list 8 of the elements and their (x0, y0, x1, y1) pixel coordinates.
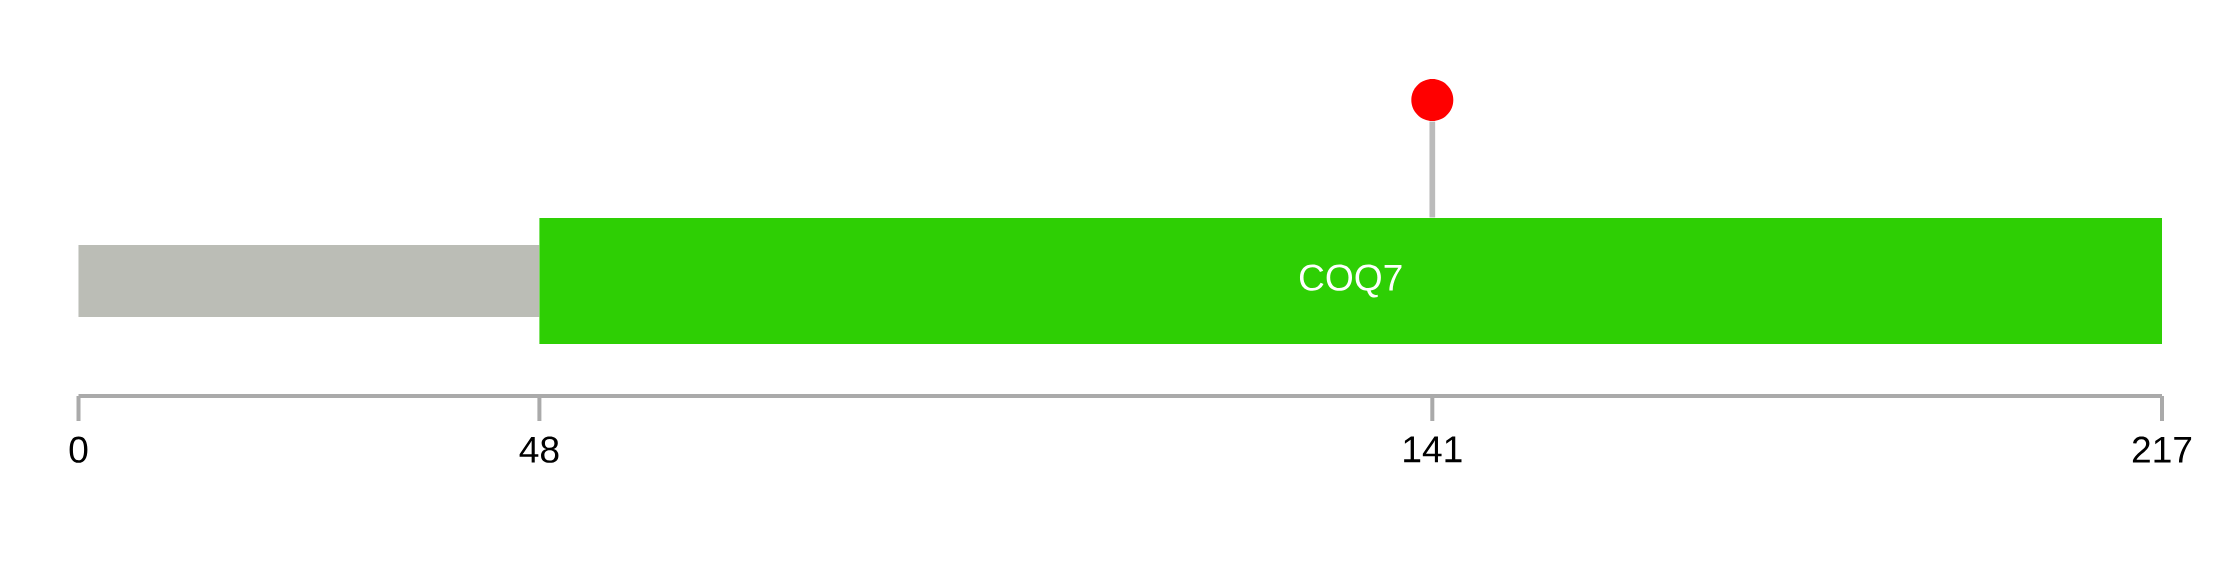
domain-box: COQ7 (539, 218, 2162, 344)
tick-label: 217 (2132, 436, 2192, 463)
tick-label: 141 (1404, 436, 1462, 463)
tick-label: 0 (69, 436, 88, 463)
mutation-dot (1411, 79, 1454, 121)
protein-bar (78, 245, 540, 317)
lollipop-stem (1429, 121, 1436, 218)
tick-label: 48 (519, 436, 559, 463)
